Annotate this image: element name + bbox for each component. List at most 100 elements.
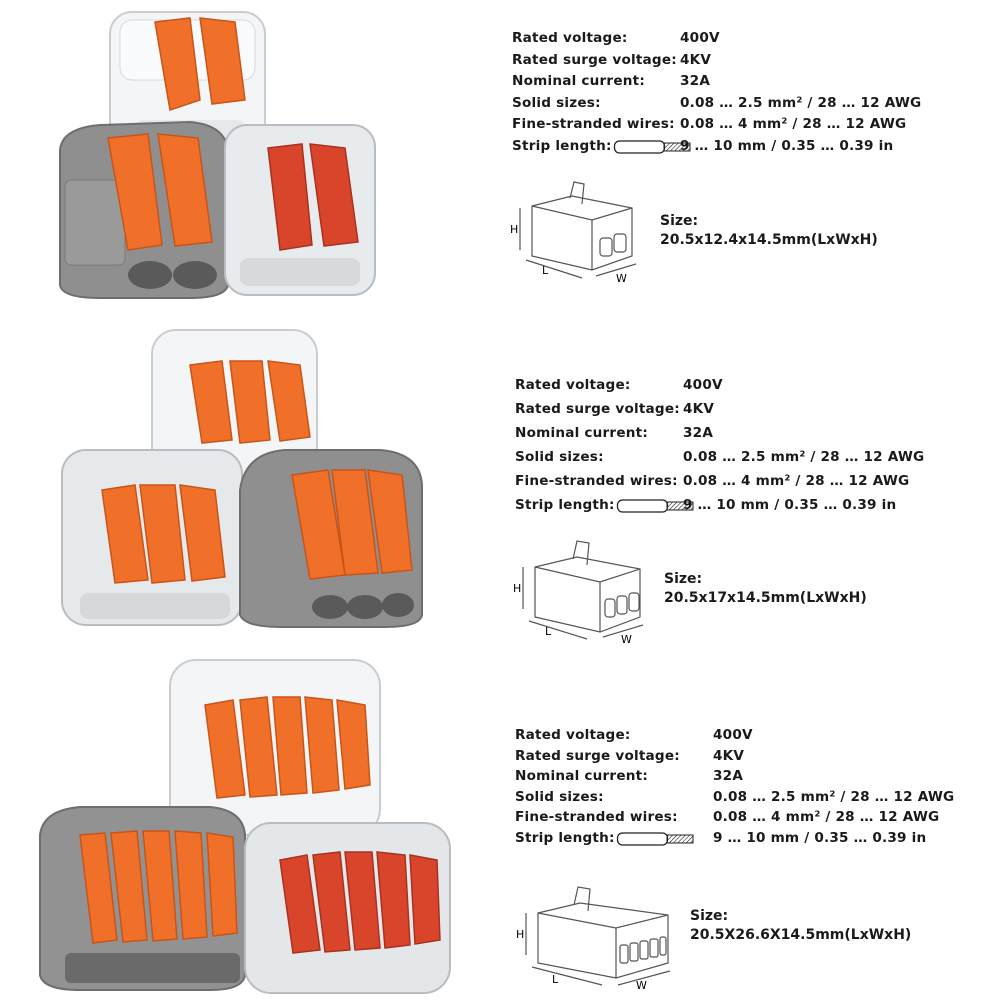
spec-label: Nominal current: — [515, 425, 648, 441]
lever — [199, 17, 246, 105]
clear-connector-three-way-top — [151, 329, 318, 486]
size-block-three-way: Size: 20.5x17x14.5mm(LxWxH) — [664, 570, 867, 608]
spec-row: Nominal current: 32A — [515, 768, 985, 789]
spec-label: Solid sizes: — [512, 94, 601, 111]
lever — [239, 696, 278, 798]
product-photo-three-way — [40, 325, 460, 628]
spec-row: Solid sizes: 0.08 … 2.5 mm² / 28 … 12 AWG — [512, 95, 982, 117]
lever — [107, 133, 163, 251]
spec-label: Rated voltage: — [515, 727, 631, 743]
spec-value: 0.08 … 4 mm² / 28 … 12 AWG — [680, 116, 907, 132]
size-value: 20.5x17x14.5mm(LxWxH) — [664, 590, 867, 606]
section-two-way: Rated voltage: 400V Rated surge voltage:4… — [0, 0, 1000, 320]
gray-connector-three-way — [239, 449, 423, 628]
spec-value: 0.08 … 2.5 mm² / 28 … 12 AWG — [713, 788, 955, 805]
lever — [189, 360, 233, 444]
size-block-five-way: Size: 20.5X26.6X14.5mm(LxWxH) — [690, 907, 911, 945]
spec-list-two-way: Rated voltage: 400V Rated surge voltage:4… — [512, 30, 982, 159]
spec-label: Rated surge voltage: — [515, 747, 680, 764]
clear-connector-two-way-red — [224, 124, 376, 296]
spec-row: Fine-stranded wires:0.08 … 4 mm² / 28 … … — [515, 473, 985, 497]
lever — [331, 469, 379, 576]
spec-row: Nominal current: 32A — [515, 425, 985, 449]
lever — [206, 832, 238, 937]
spec-value: 0.08 … 2.5 mm² / 28 … 12 AWG — [680, 94, 922, 111]
spec-value: 0.08 … 4 mm² / 28 … 12 AWG — [713, 809, 940, 825]
size-label: Size: — [660, 213, 699, 229]
dim-label-l: L — [542, 264, 549, 277]
dimension-diagram-five-way: H L W — [516, 883, 688, 993]
product-photo-two-way — [40, 0, 460, 300]
spec-value: 400V — [683, 377, 723, 393]
spec-row: Rated voltage: 400V — [515, 727, 985, 748]
spec-label: Rated surge voltage: — [515, 401, 680, 417]
lever — [179, 484, 226, 582]
lever — [157, 133, 213, 247]
lever — [376, 851, 411, 949]
spec-value: 4KV — [680, 51, 712, 68]
lever — [409, 854, 441, 945]
spec-value: 32A — [713, 768, 744, 784]
spec-value: 4KV — [683, 401, 715, 417]
spec-value: 9 … 10 mm / 0.35 … 0.39 in — [713, 829, 927, 846]
spec-row: Strip length: 9 … 10 mm / 0.35 … 0.39 in — [515, 497, 985, 521]
lever — [267, 360, 311, 442]
lever — [154, 17, 201, 111]
spec-label: Fine-stranded wires: — [512, 116, 675, 132]
lever — [101, 484, 149, 584]
spec-label: Nominal current: — [515, 768, 648, 784]
clear-connector-three-way-left — [61, 449, 243, 626]
lever — [229, 360, 271, 444]
dim-label-w: W — [616, 272, 627, 285]
spec-value: 9 … 10 mm / 0.35 … 0.39 in — [683, 497, 897, 513]
spec-value: 9 … 10 mm / 0.35 … 0.39 in — [680, 137, 894, 154]
dim-label-w: W — [621, 633, 632, 646]
dim-label-h: H — [510, 223, 518, 236]
spec-label: Solid sizes: — [515, 449, 604, 465]
lever — [309, 143, 359, 247]
gray-connector-five-way — [39, 806, 246, 991]
spec-row: Strip length: 9 … 10 mm / 0.35 … 0.39 in — [515, 830, 985, 851]
lever — [139, 484, 186, 584]
spec-row: Rated surge voltage:4KV — [515, 748, 985, 769]
lever — [312, 851, 351, 953]
spec-row: Solid sizes: 0.08 … 2.5 mm² / 28 … 12 AWG — [515, 789, 985, 810]
lever — [142, 830, 178, 942]
spec-value: 32A — [683, 425, 714, 441]
size-label: Size: — [664, 571, 703, 587]
section-three-way: Rated voltage: 400V Rated surge voltage:4… — [0, 325, 1000, 646]
lever — [204, 699, 246, 799]
lever — [279, 854, 321, 954]
lever — [367, 469, 413, 574]
spec-value: 400V — [713, 727, 753, 743]
lever — [174, 830, 208, 940]
spec-list-five-way: Rated voltage: 400V Rated surge voltage:4… — [515, 727, 985, 850]
spec-label: Fine-stranded wires: — [515, 809, 678, 825]
clear-connector-five-way-red — [244, 822, 451, 994]
size-block-two-way: Size: 20.5x12.4x14.5mm(LxWxH) — [660, 212, 878, 250]
spec-list-three-way: Rated voltage: 400V Rated surge voltage:4… — [515, 377, 985, 521]
spec-value: 32A — [680, 73, 711, 89]
spec-label: Nominal current: — [512, 73, 645, 89]
spec-label: Rated voltage: — [512, 30, 628, 46]
spec-label: Rated voltage: — [515, 377, 631, 393]
spec-label: Solid sizes: — [515, 788, 604, 805]
lever — [267, 143, 313, 251]
spec-value: 400V — [680, 30, 720, 46]
lever — [79, 832, 118, 944]
size-value: 20.5X26.6X14.5mm(LxWxH) — [690, 927, 912, 943]
lever — [336, 699, 371, 790]
spec-row: Nominal current: 32A — [512, 73, 982, 95]
spec-row: Rated voltage: 400V — [515, 377, 985, 401]
spec-row: Rated surge voltage:4KV — [512, 52, 982, 74]
lever — [304, 696, 340, 794]
spec-label: Strip length: — [515, 829, 615, 846]
spec-row: Fine-stranded wires: 0.08 … 4 mm² / 28 … … — [515, 809, 985, 830]
dim-label-l: L — [545, 625, 552, 638]
section-five-way: Rated voltage: 400V Rated surge voltage:4… — [0, 655, 1000, 1000]
dim-label-h: H — [516, 928, 524, 941]
spec-label: Rated surge voltage: — [512, 51, 677, 68]
clear-connector-five-way-top — [169, 659, 381, 836]
dim-label-h: H — [513, 582, 521, 595]
spec-value: 0.08 … 2.5 mm² / 28 … 12 AWG — [683, 449, 925, 465]
